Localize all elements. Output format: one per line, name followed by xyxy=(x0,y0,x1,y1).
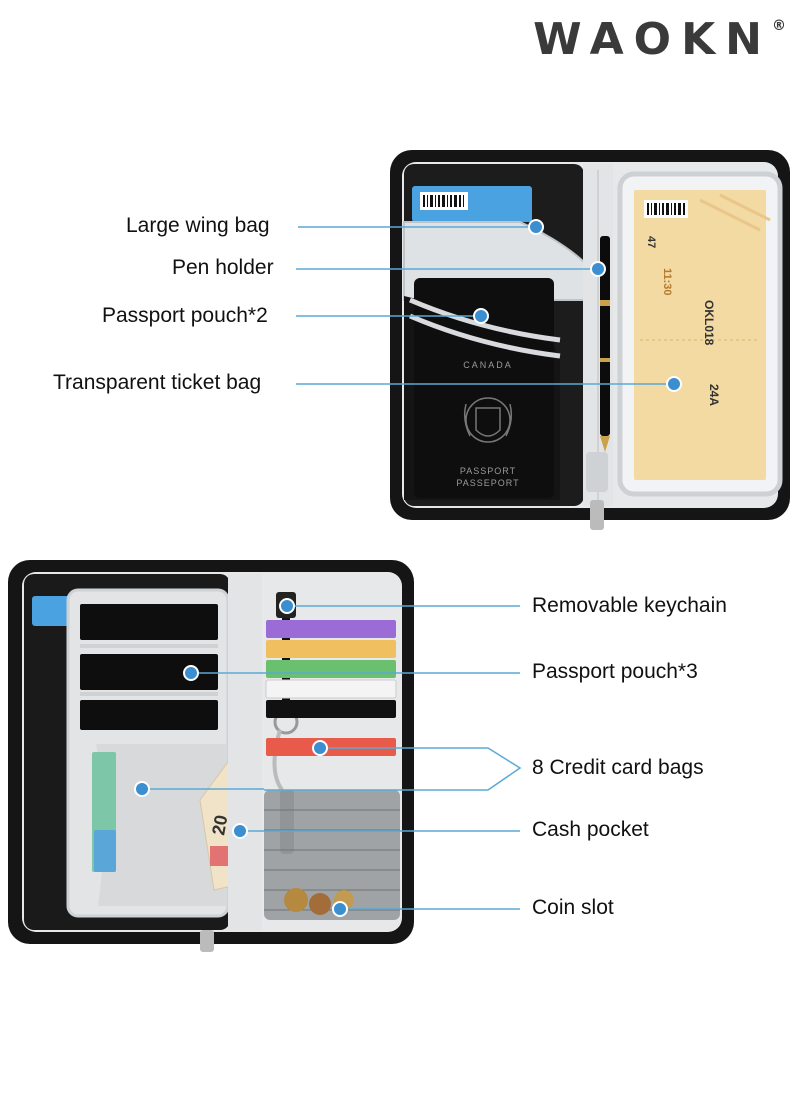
coat-of-arms xyxy=(463,397,513,443)
dot-cash-pocket xyxy=(232,823,248,839)
ticket-seat: 24A xyxy=(707,384,721,406)
dot-credit-card xyxy=(312,740,328,756)
ticket-flight-number: OKL018 xyxy=(702,300,716,346)
ticket-time: 11:30 xyxy=(661,268,673,296)
banknote-value: 20 xyxy=(208,813,231,836)
label-removable-keychain: Removable keychain xyxy=(532,594,727,617)
dot-passport-pouch-2 xyxy=(473,308,489,324)
dot-card-slot xyxy=(134,781,150,797)
passport-country-text: CANADA xyxy=(463,360,513,370)
label-transparent-ticket-bag: Transparent ticket bag xyxy=(53,371,262,394)
passport-label-fr: PASSEPORT xyxy=(456,478,519,488)
dot-keychain xyxy=(279,598,295,614)
top-wallet: CANADA PASSPORT PASSEPORT xyxy=(390,150,790,530)
bottom-wallet: 20 xyxy=(8,560,414,952)
dot-coin-slot xyxy=(332,901,348,917)
brand-name: WAOKN xyxy=(533,14,772,65)
label-coin-slot: Coin slot xyxy=(532,896,614,919)
boarding-pass-stub xyxy=(412,186,532,222)
ticket-gate: 47 xyxy=(645,236,657,248)
top-callouts xyxy=(296,226,673,385)
brand-logo: WAOKN® xyxy=(533,14,786,65)
dot-pen-holder xyxy=(590,261,606,277)
credit-cards xyxy=(265,620,397,756)
passport-label-en: PASSPORT xyxy=(460,466,516,476)
registered-mark: ® xyxy=(772,18,786,34)
dot-wing-bag xyxy=(528,219,544,235)
label-credit-card-bags: 8 Credit card bags xyxy=(532,756,704,779)
pen xyxy=(600,236,610,452)
dot-passport-pouch-3 xyxy=(183,665,199,681)
bottom-callouts xyxy=(142,605,522,910)
label-cash-pocket: Cash pocket xyxy=(532,818,649,841)
dot-ticket-bag xyxy=(666,376,682,392)
label-large-wing-bag: Large wing bag xyxy=(126,214,270,237)
label-pen-holder: Pen holder xyxy=(172,256,274,279)
label-passport-pouch-2: Passport pouch*2 xyxy=(102,304,268,327)
label-passport-pouch-3: Passport pouch*3 xyxy=(532,660,698,683)
